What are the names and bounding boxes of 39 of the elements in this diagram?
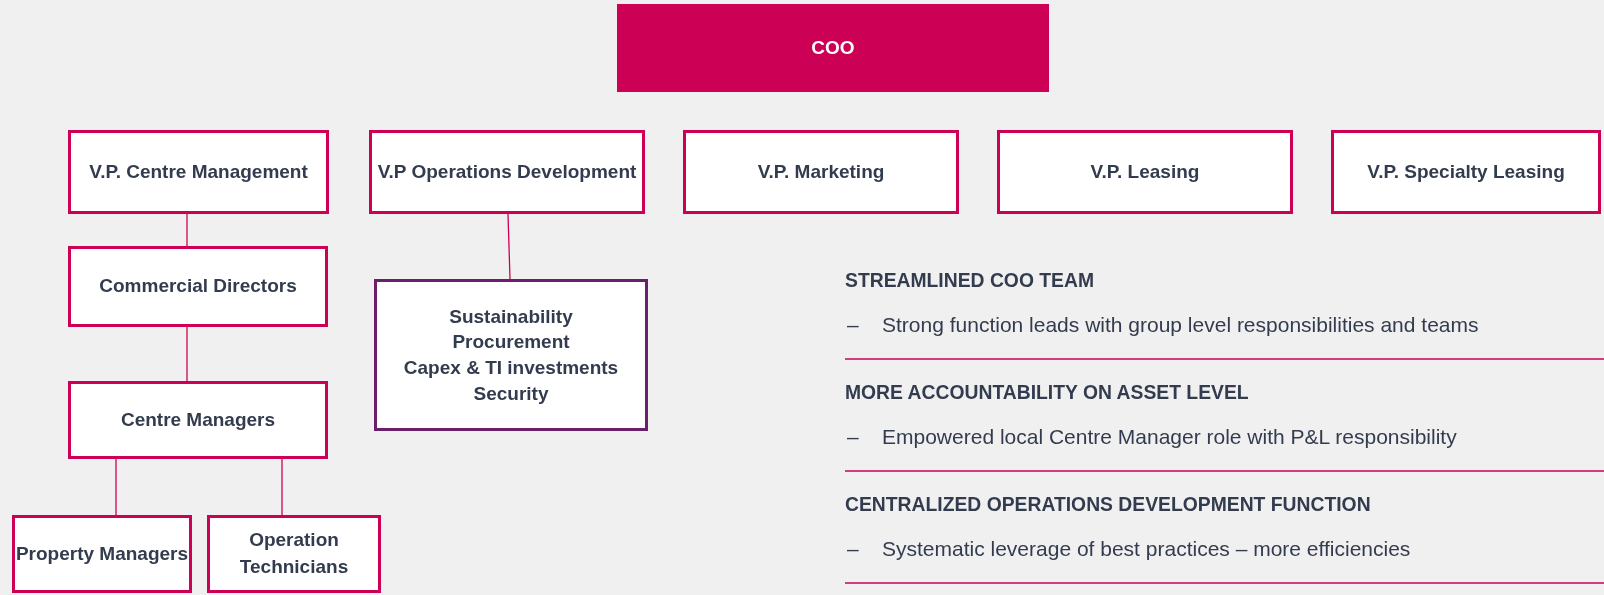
role-box — [68, 246, 328, 327]
role-title: Operation Technicians — [238, 528, 350, 579]
connector-line — [281, 458, 283, 516]
role-title: Procurement — [452, 330, 570, 355]
role-title: V.P Operations Development — [377, 159, 637, 184]
section-heading: STREAMLINED COO TEAM — [845, 268, 1094, 292]
role-box — [997, 130, 1293, 214]
role-title: COO — [811, 35, 855, 60]
role-box — [1331, 130, 1601, 214]
role-title: V.P. Centre Management — [89, 159, 308, 184]
role-title: Commercial Directors — [99, 274, 297, 299]
bullet-dash: – — [847, 313, 859, 337]
section-heading: MORE ACCOUNTABILITY ON ASSET LEVEL — [845, 380, 1249, 404]
role-title: Centre Managers — [120, 407, 276, 432]
role-title: V.P. Leasing — [1090, 159, 1200, 184]
role-title: Capex & TI investments — [403, 356, 619, 380]
role-box — [683, 130, 959, 214]
role-box — [369, 130, 645, 214]
bullet-text: Systematic leverage of best practices – more efficiencies — [882, 537, 1411, 561]
role-title: Security — [473, 381, 549, 406]
bullet-dash: – — [847, 537, 859, 561]
role-box — [68, 381, 328, 459]
connector-line — [507, 213, 511, 280]
function-box — [374, 279, 648, 431]
role-box — [617, 4, 1049, 92]
connector-line — [186, 213, 188, 247]
bullet-text: Empowered local Centre Manager role with P&L responsibility — [882, 425, 1457, 449]
role-title: V.P. Marketing — [757, 159, 885, 184]
section-heading: CENTRALIZED OPERATIONS DEVELOPMENT FUNCTION — [845, 492, 1371, 516]
role-box — [12, 515, 192, 593]
connector-line — [186, 326, 188, 382]
role-title: Property Managers — [15, 541, 189, 566]
bullet-text: Strong function leads with group level responsibilities and teams — [882, 313, 1479, 337]
connector-line — [115, 458, 117, 516]
role-box — [68, 130, 329, 214]
role-box — [207, 515, 381, 593]
role-title: V.P. Specialty Leasing — [1367, 159, 1565, 184]
role-title: Sustainability — [449, 304, 573, 329]
bullet-dash: – — [847, 425, 859, 449]
